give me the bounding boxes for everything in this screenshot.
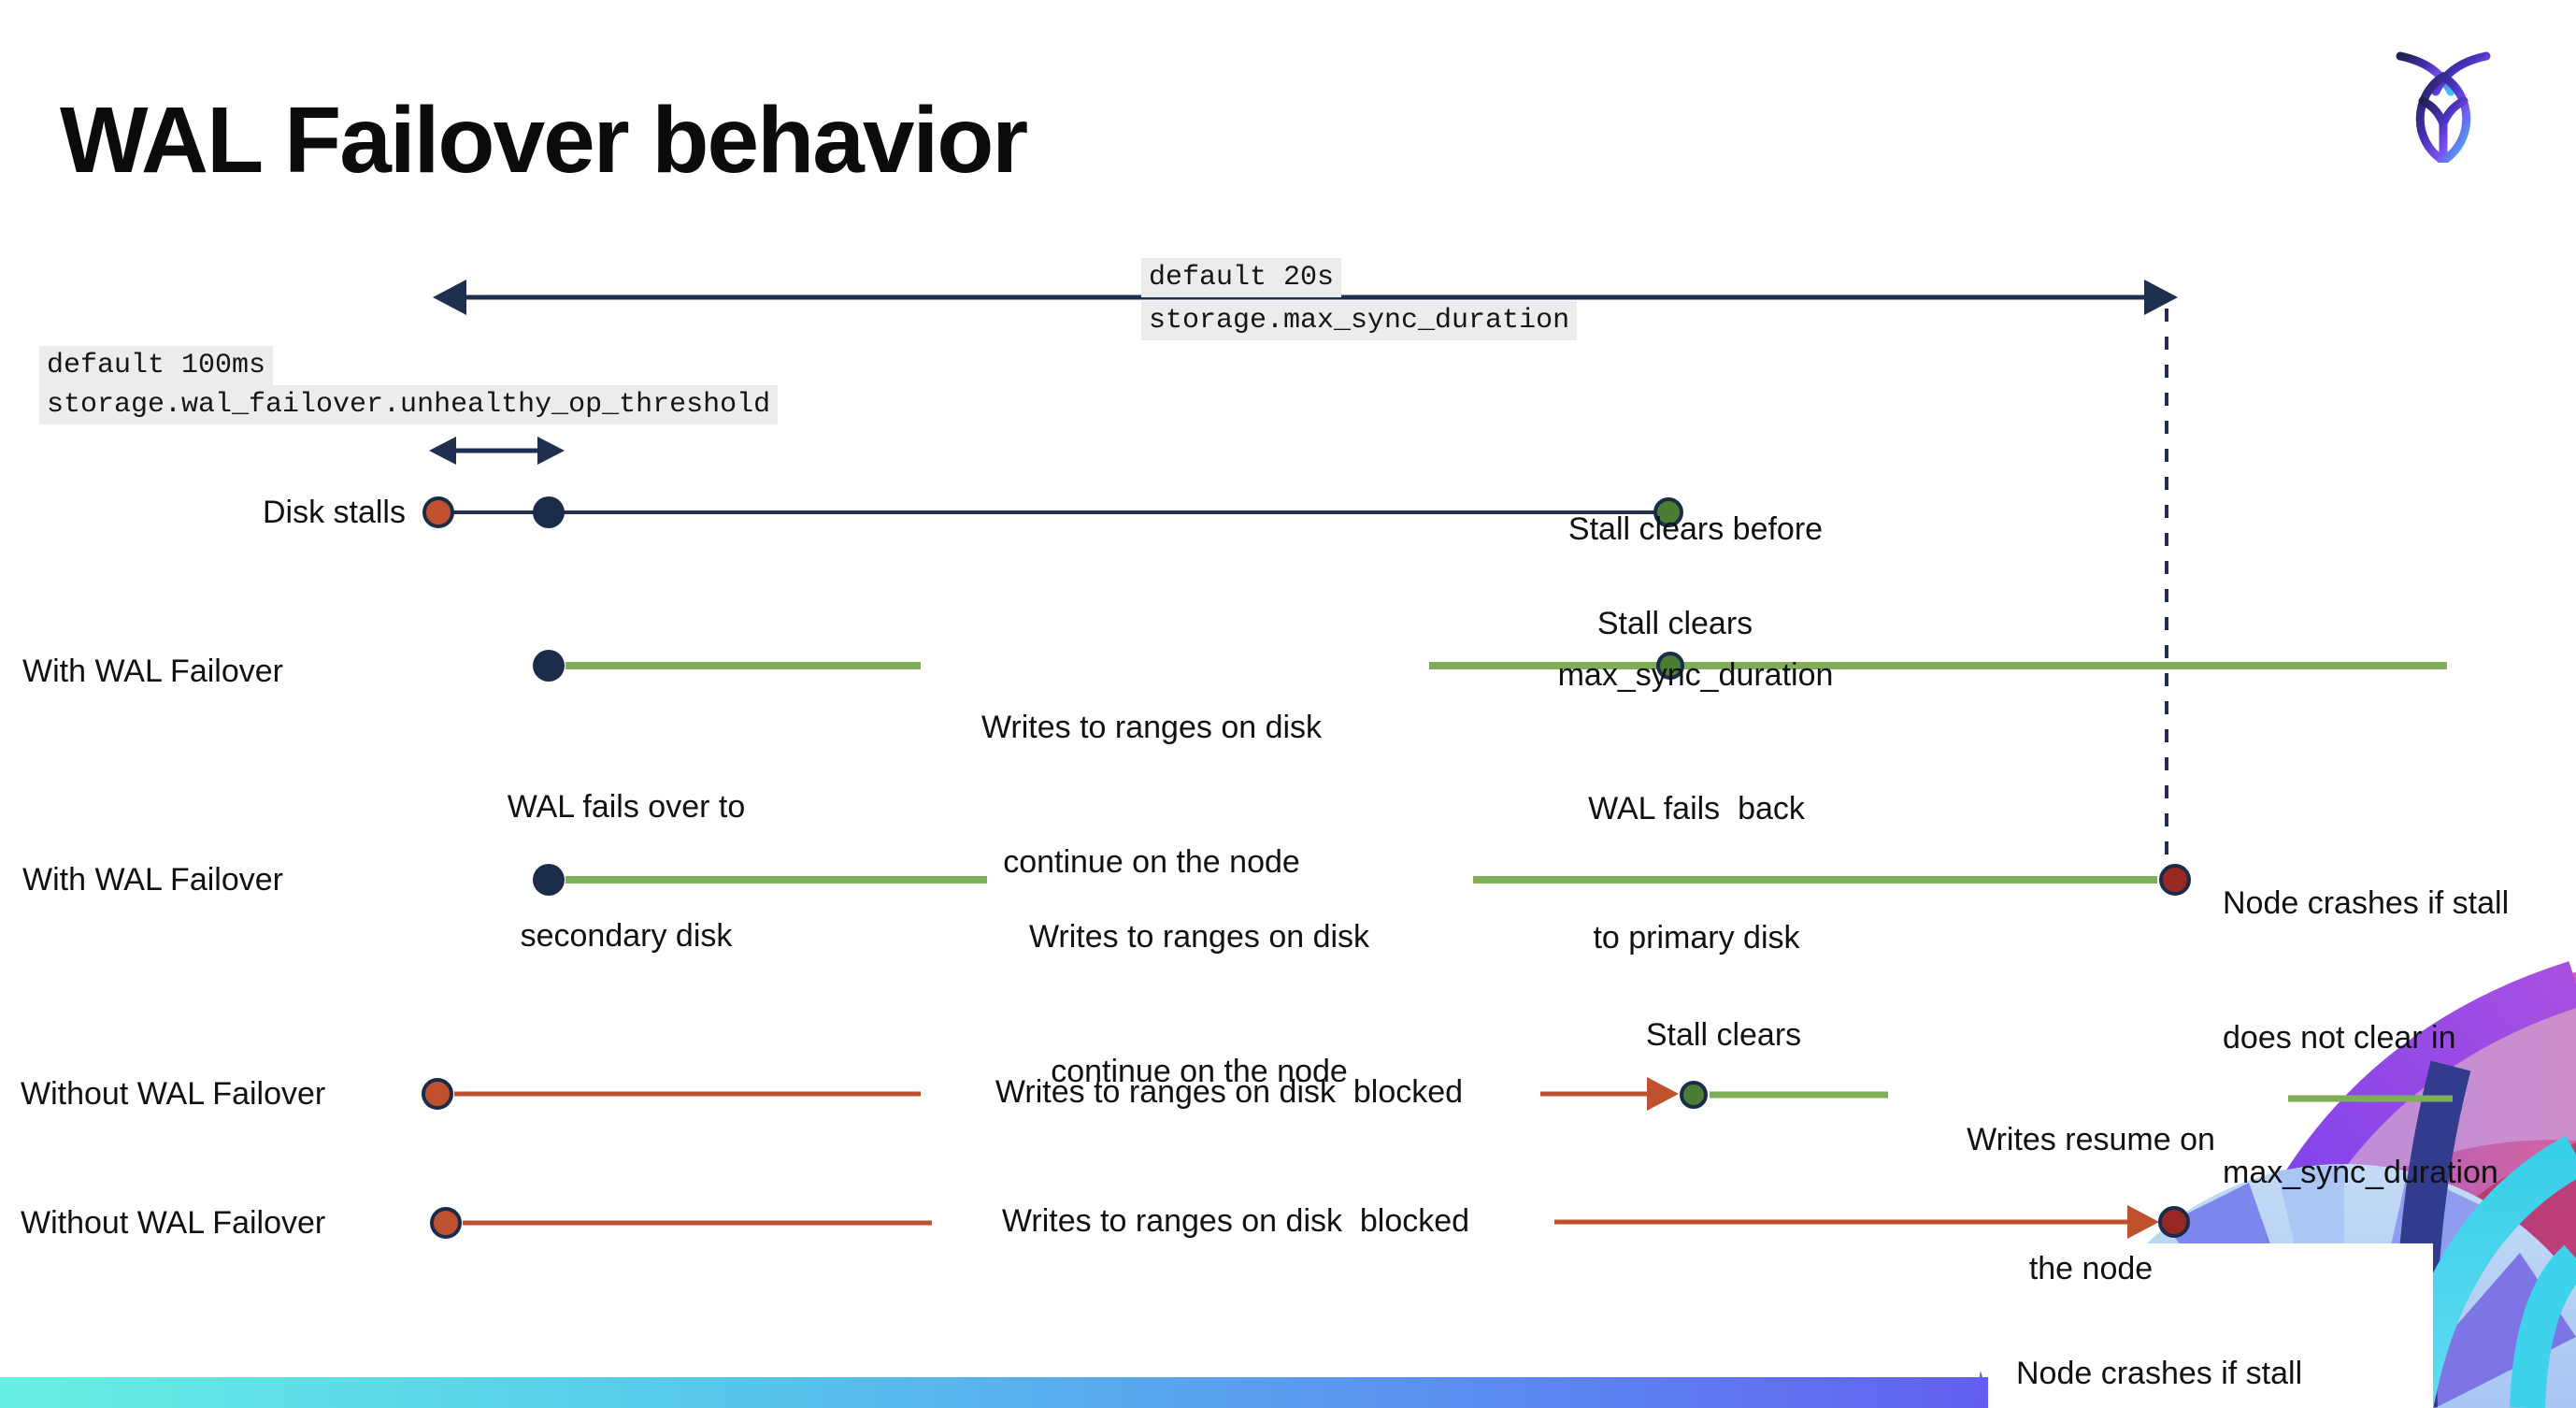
row-label-with-wal-2: With WAL Failover: [22, 862, 283, 898]
row-label-without-wal-1: Without WAL Failover: [21, 1076, 326, 1112]
failover-dot: [533, 650, 565, 682]
arrowhead-left-icon: [433, 280, 466, 315]
stall-start-dot: [430, 1207, 462, 1239]
red-arrowhead-icon: [1647, 1077, 1679, 1111]
stall-start-dot: [422, 1078, 453, 1110]
unhealthy-op-setting-label: storage.wal_failover.unhealthy_op_thresh…: [39, 385, 779, 424]
node-crash-dot: [2158, 1206, 2190, 1238]
max-sync-default-label: default 20s: [1141, 258, 1342, 297]
arrowhead-right-icon: [537, 437, 565, 465]
row-label-with-wal-1: With WAL Failover: [22, 654, 283, 689]
arrowhead-right-icon: [2144, 280, 2178, 315]
annotation-writes-resume: Writes resume on the node: [1967, 1122, 2215, 1286]
annotation-writes-blocked-1: Writes to ranges on disk blocked: [995, 1074, 1464, 1110]
red-arrowhead-icon: [2127, 1205, 2159, 1239]
node-crash-dot: [2159, 864, 2191, 896]
stall-clears-dot: [1653, 497, 1683, 527]
stall-clears-dot: [1680, 1081, 1708, 1109]
node-crash-callout-box: [1988, 1243, 2433, 1408]
annotation-node-crashes-2: Node crashes if stall does not clear in …: [2016, 1356, 2303, 1391]
logo-antenna-right: [2431, 51, 2491, 96]
threshold-dot: [533, 496, 565, 528]
failover-dot: [533, 864, 565, 896]
stall-clears-dot: [1656, 652, 1684, 680]
max-sync-setting-label: storage.max_sync_duration: [1141, 301, 1578, 340]
annotation-writes-continue-2: Writes to ranges on disk continue on the…: [1028, 919, 1370, 1089]
row-label-disk-stalls: Disk stalls: [262, 495, 406, 530]
logo-vein: [2418, 96, 2469, 163]
annotation-stall-clears-before: Stall clears before max_sync_duration: [1557, 511, 1834, 693]
cockroachdb-logo-icon: [2396, 51, 2491, 163]
annotation-wal-fails-over: WAL fails over to secondary disk: [507, 789, 746, 954]
annotation-stall-clears-1: Stall clears: [1596, 606, 1753, 641]
art-cyan-arc-small: [2510, 1244, 2576, 1408]
annotation-writes-blocked-2: Writes to ranges on disk blocked: [1001, 1203, 1470, 1239]
annotation-stall-clears-2: Stall clears: [1645, 1017, 1802, 1053]
annotation-node-crashes-1: Node crashes if stall does not clear in …: [2223, 885, 2510, 1190]
annotation-writes-continue-1: Writes to ranges on disk continue on the…: [980, 710, 1323, 880]
page-title: WAL Failover behavior: [60, 88, 1028, 193]
unhealthy-op-default-label: default 100ms: [39, 346, 274, 385]
logo-antenna-left: [2396, 51, 2455, 96]
arrowhead-left-icon: [429, 437, 456, 465]
annotation-wal-fails-back: WAL fails back to primary disk: [1588, 791, 1805, 955]
stall-start-dot: [422, 496, 454, 528]
row-label-without-wal-2: Without WAL Failover: [21, 1205, 326, 1241]
art-indigo-sliver: [1973, 1371, 1991, 1408]
